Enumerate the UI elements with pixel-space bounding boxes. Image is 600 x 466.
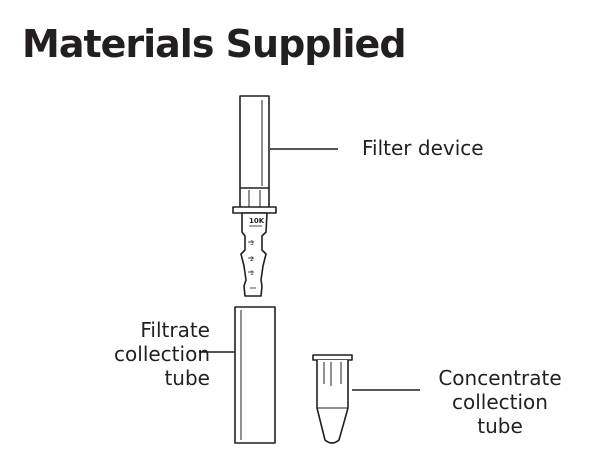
label-filtrate-collection-tube: Filtrate collection tube bbox=[114, 318, 210, 390]
filtrate-collection-tube bbox=[234, 306, 276, 444]
cutoff-marking: 10K bbox=[249, 217, 265, 225]
label-concentrate-collection-tube: Concentrate collection tube bbox=[438, 366, 562, 438]
page-title: Materials Supplied bbox=[22, 22, 407, 66]
scale-mark-2: 2 bbox=[250, 256, 254, 263]
scale-mark-1: 1 bbox=[250, 270, 254, 277]
filter-device bbox=[232, 95, 277, 297]
concentrate-collection-tube bbox=[312, 354, 353, 444]
scale-mark-3: 3 bbox=[250, 240, 254, 247]
label-filter-device: Filter device bbox=[362, 136, 484, 160]
